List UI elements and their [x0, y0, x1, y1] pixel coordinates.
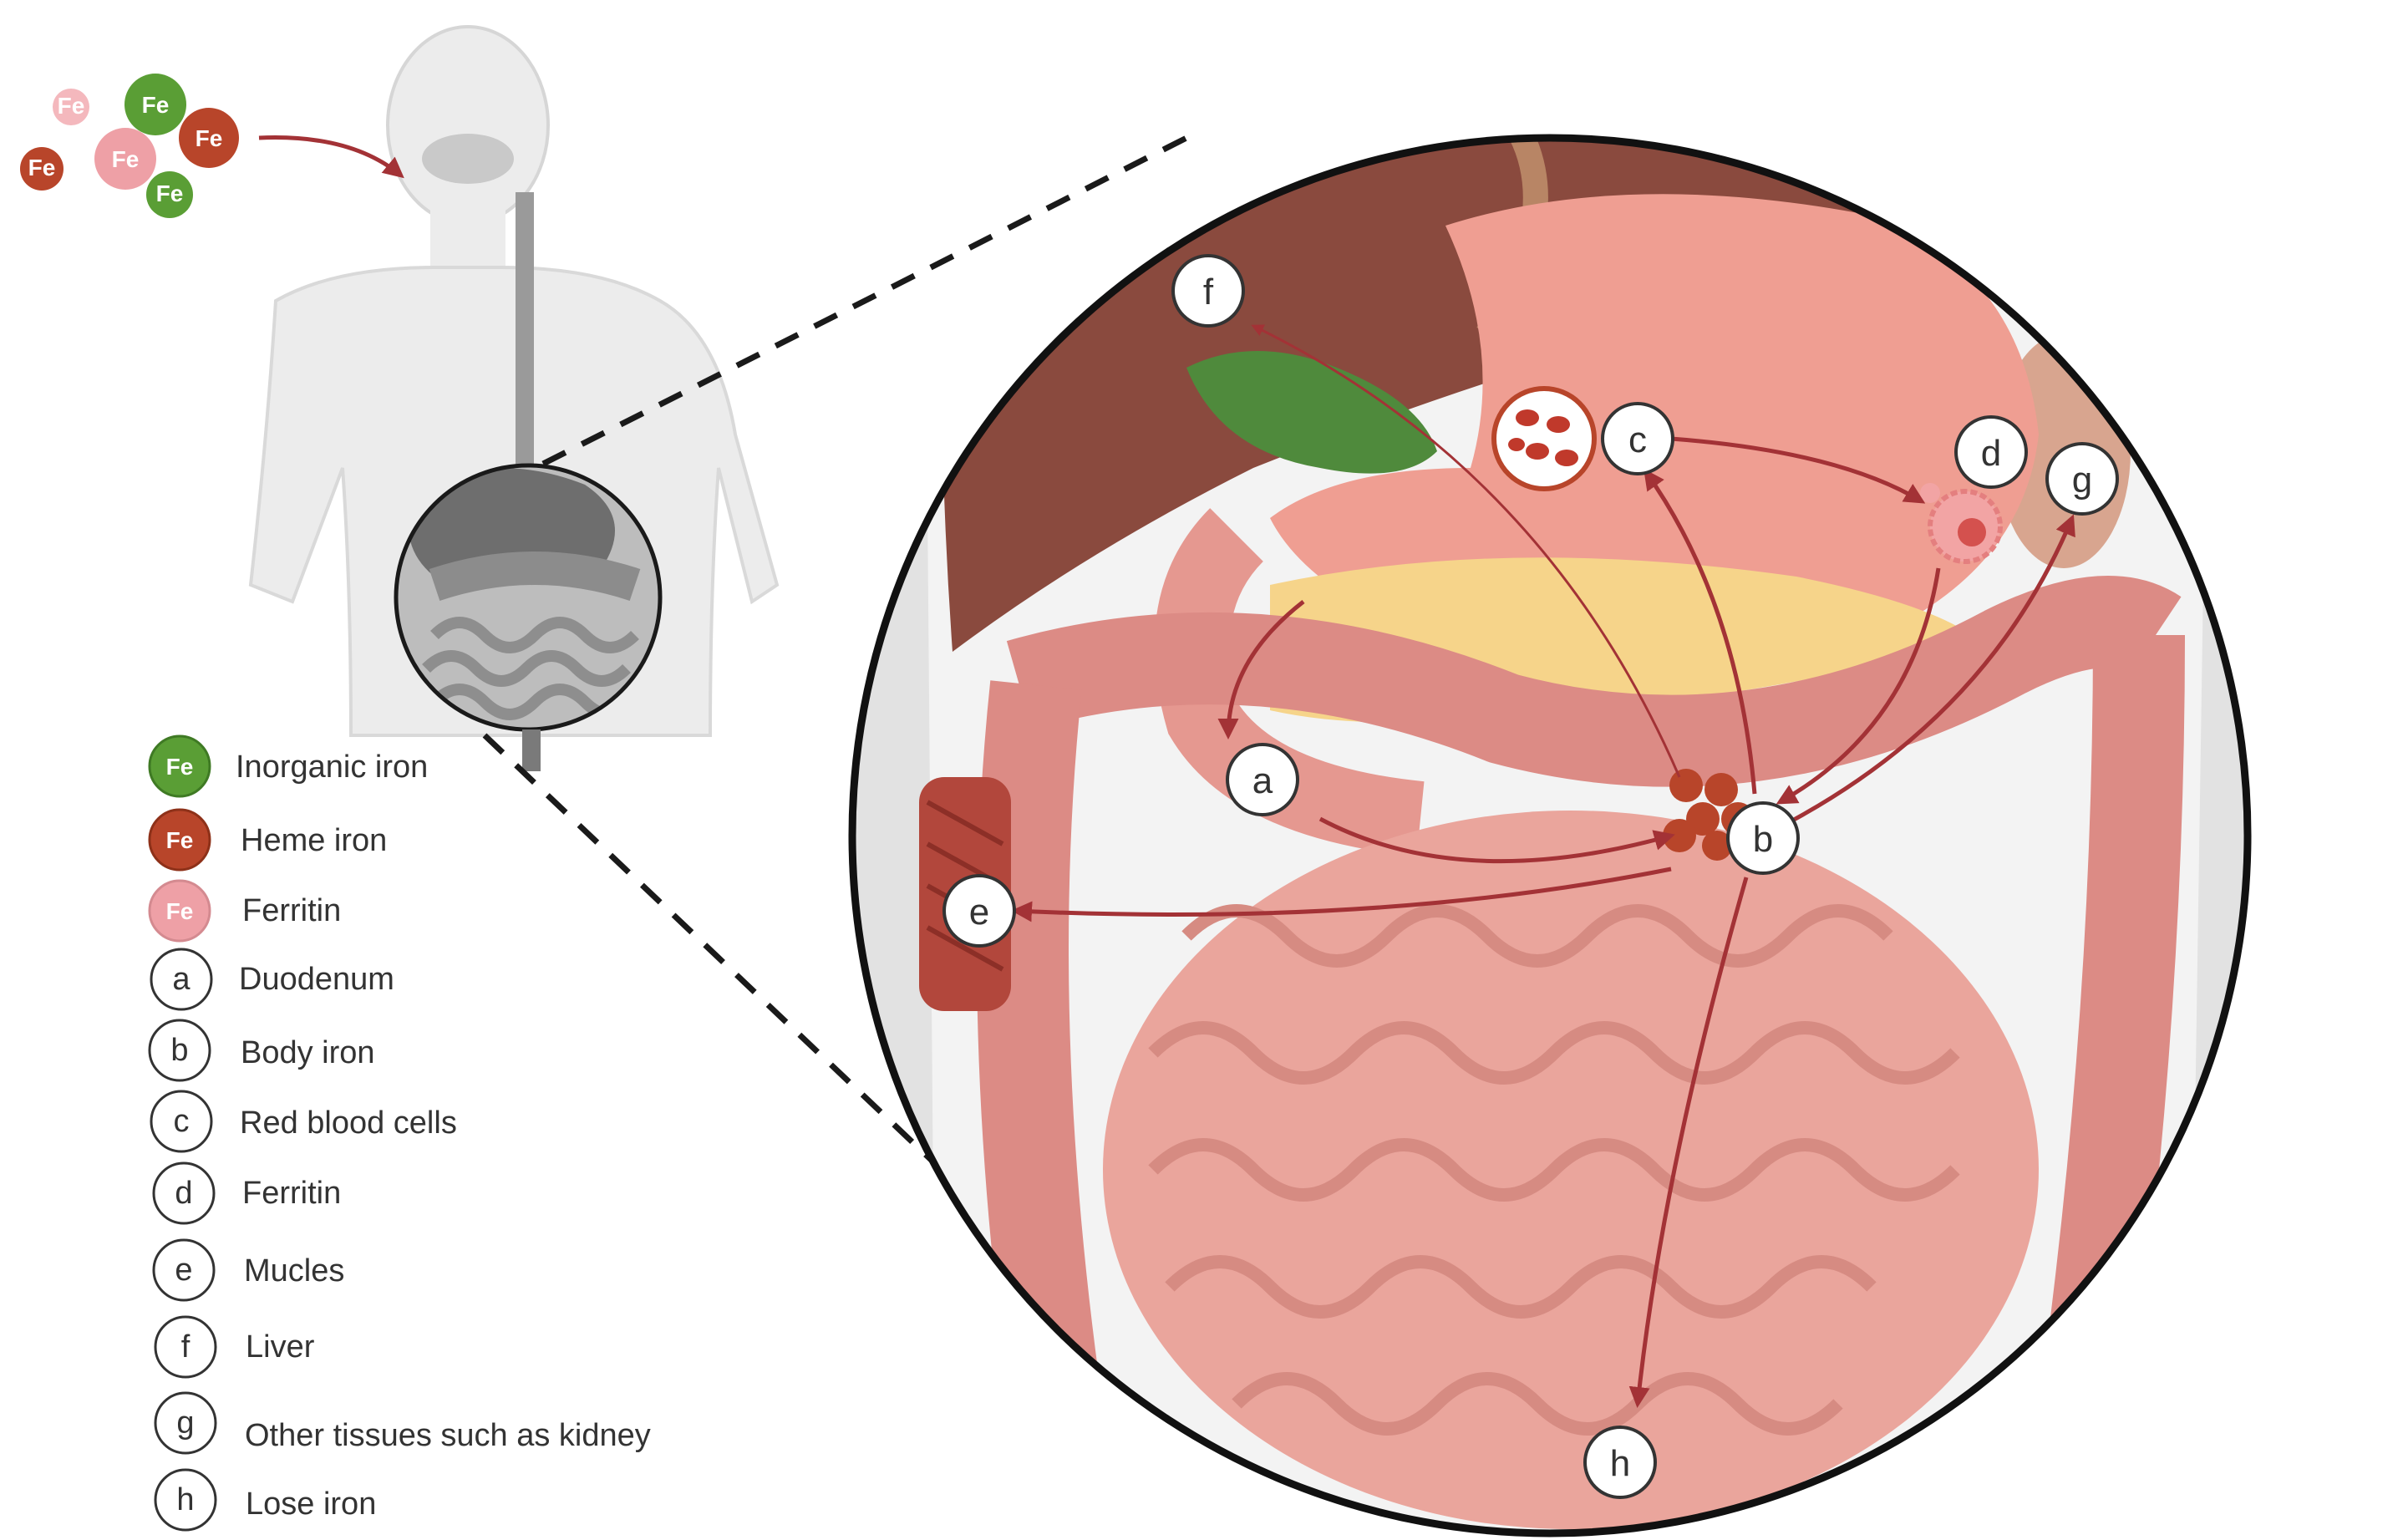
svg-text:Mucles: Mucles — [244, 1253, 344, 1288]
svg-text:d: d — [175, 1176, 192, 1211]
human-body-figure — [248, 25, 780, 771]
node-a: a — [1226, 743, 1299, 816]
arrow-c-to-d — [1670, 436, 1926, 504]
inorganic-iron-particle: Fe — [124, 74, 186, 135]
legend-item-f: f Liver — [154, 1315, 315, 1379]
small-intestine — [1103, 811, 2039, 1529]
arrow-b-to-f — [1251, 324, 1681, 778]
zoom-connector-top — [541, 130, 1196, 467]
arrow-liver-to-a — [1217, 600, 1305, 740]
dietary-iron-cluster: Fe Fe Fe Fe Fe Fe — [20, 74, 404, 218]
node-h: h — [1583, 1426, 1657, 1499]
legend-item-heme-iron: Fe Heme iron — [148, 808, 387, 872]
svg-text:e: e — [175, 1253, 192, 1288]
svg-text:Other tissues such as kidney: Other tissues such as kidney — [245, 1418, 651, 1453]
arrow-b-to-c — [1643, 468, 1757, 795]
node-f: f — [1171, 254, 1245, 328]
svg-text:h: h — [176, 1482, 194, 1517]
ferritin-particle-small: Fe — [53, 89, 89, 125]
arrow-b-to-h — [1628, 877, 1749, 1408]
svg-text:Ferritin: Ferritin — [242, 1176, 341, 1211]
legend-item-d: d Ferritin — [152, 1161, 341, 1225]
ferritin-particle: Fe — [94, 128, 156, 190]
svg-text:Liver: Liver — [246, 1329, 315, 1365]
flow-arrows — [1011, 324, 2075, 1408]
node-c: c — [1601, 402, 1674, 475]
svg-text:Lose iron: Lose iron — [246, 1487, 376, 1522]
svg-text:Fe: Fe — [142, 92, 170, 118]
gallbladder — [1186, 351, 1437, 474]
red-blood-cells-icon — [1491, 386, 1597, 491]
svg-text:Fe: Fe — [166, 754, 194, 780]
svg-text:g: g — [176, 1405, 194, 1441]
legend: Fe Inorganic iron Fe Heme iron Fe Ferrit… — [148, 734, 651, 1532]
svg-text:Fe: Fe — [156, 180, 184, 206]
svg-text:Fe: Fe — [58, 93, 85, 119]
legend-item-h: h Lose iron — [154, 1468, 376, 1532]
svg-text:Heme iron: Heme iron — [241, 823, 387, 858]
svg-text:Fe: Fe — [28, 155, 56, 180]
heme-iron-particle-small: Fe — [20, 147, 64, 191]
arrow-d-to-b — [1776, 567, 1941, 805]
svg-text:f: f — [181, 1329, 191, 1365]
svg-text:Inorganic iron: Inorganic iron — [236, 750, 428, 785]
legend-item-g: g Other tissues such as kidney — [154, 1391, 651, 1455]
svg-text:Fe: Fe — [112, 146, 140, 172]
heme-iron-particle: Fe — [179, 108, 239, 168]
node-g: g — [2045, 442, 2119, 516]
svg-text:b: b — [1753, 819, 1773, 860]
svg-text:Ferritin: Ferritin — [242, 893, 341, 928]
svg-text:Red blood cells: Red blood cells — [240, 1105, 457, 1141]
svg-text:Fe: Fe — [166, 827, 194, 853]
svg-text:h: h — [1610, 1443, 1630, 1484]
arrow-b-to-g — [1778, 514, 2075, 830]
arrow-a-to-b — [1318, 816, 1675, 864]
svg-text:f: f — [1203, 272, 1214, 313]
legend-item-b: b Body iron — [148, 1019, 375, 1082]
svg-text:Fe: Fe — [196, 125, 223, 151]
zoom-connector-bottom — [482, 733, 997, 1222]
legend-item-e: e Mucles — [152, 1238, 344, 1302]
svg-text:Fe: Fe — [166, 898, 194, 924]
inorganic-iron-particle-small: Fe — [146, 171, 193, 218]
node-e: e — [942, 874, 1016, 948]
arrow-b-to-e — [1011, 867, 1672, 922]
svg-text:a: a — [1252, 760, 1273, 801]
svg-text:Duodenum: Duodenum — [239, 962, 394, 997]
node-b: b — [1726, 801, 1800, 875]
legend-item-ferritin: Fe Ferritin — [148, 879, 341, 943]
svg-text:c: c — [174, 1104, 190, 1139]
legend-item-a: a Duodenum — [150, 948, 394, 1011]
zoomed-abdomen: a b c d e f g h — [848, 134, 2252, 1537]
svg-text:b: b — [170, 1033, 188, 1068]
legend-item-c: c Red blood cells — [150, 1090, 457, 1153]
node-d: d — [1954, 415, 2028, 489]
svg-text:Body iron: Body iron — [241, 1035, 375, 1070]
large-intestine — [1006, 576, 2182, 787]
svg-text:d: d — [1981, 433, 2001, 474]
ingestion-arrow — [258, 135, 404, 179]
svg-text:a: a — [172, 962, 191, 997]
svg-text:e: e — [969, 892, 989, 933]
legend-item-inorganic-iron: Fe Inorganic iron — [148, 734, 428, 798]
svg-text:g: g — [2072, 460, 2092, 501]
svg-text:c: c — [1628, 419, 1647, 460]
